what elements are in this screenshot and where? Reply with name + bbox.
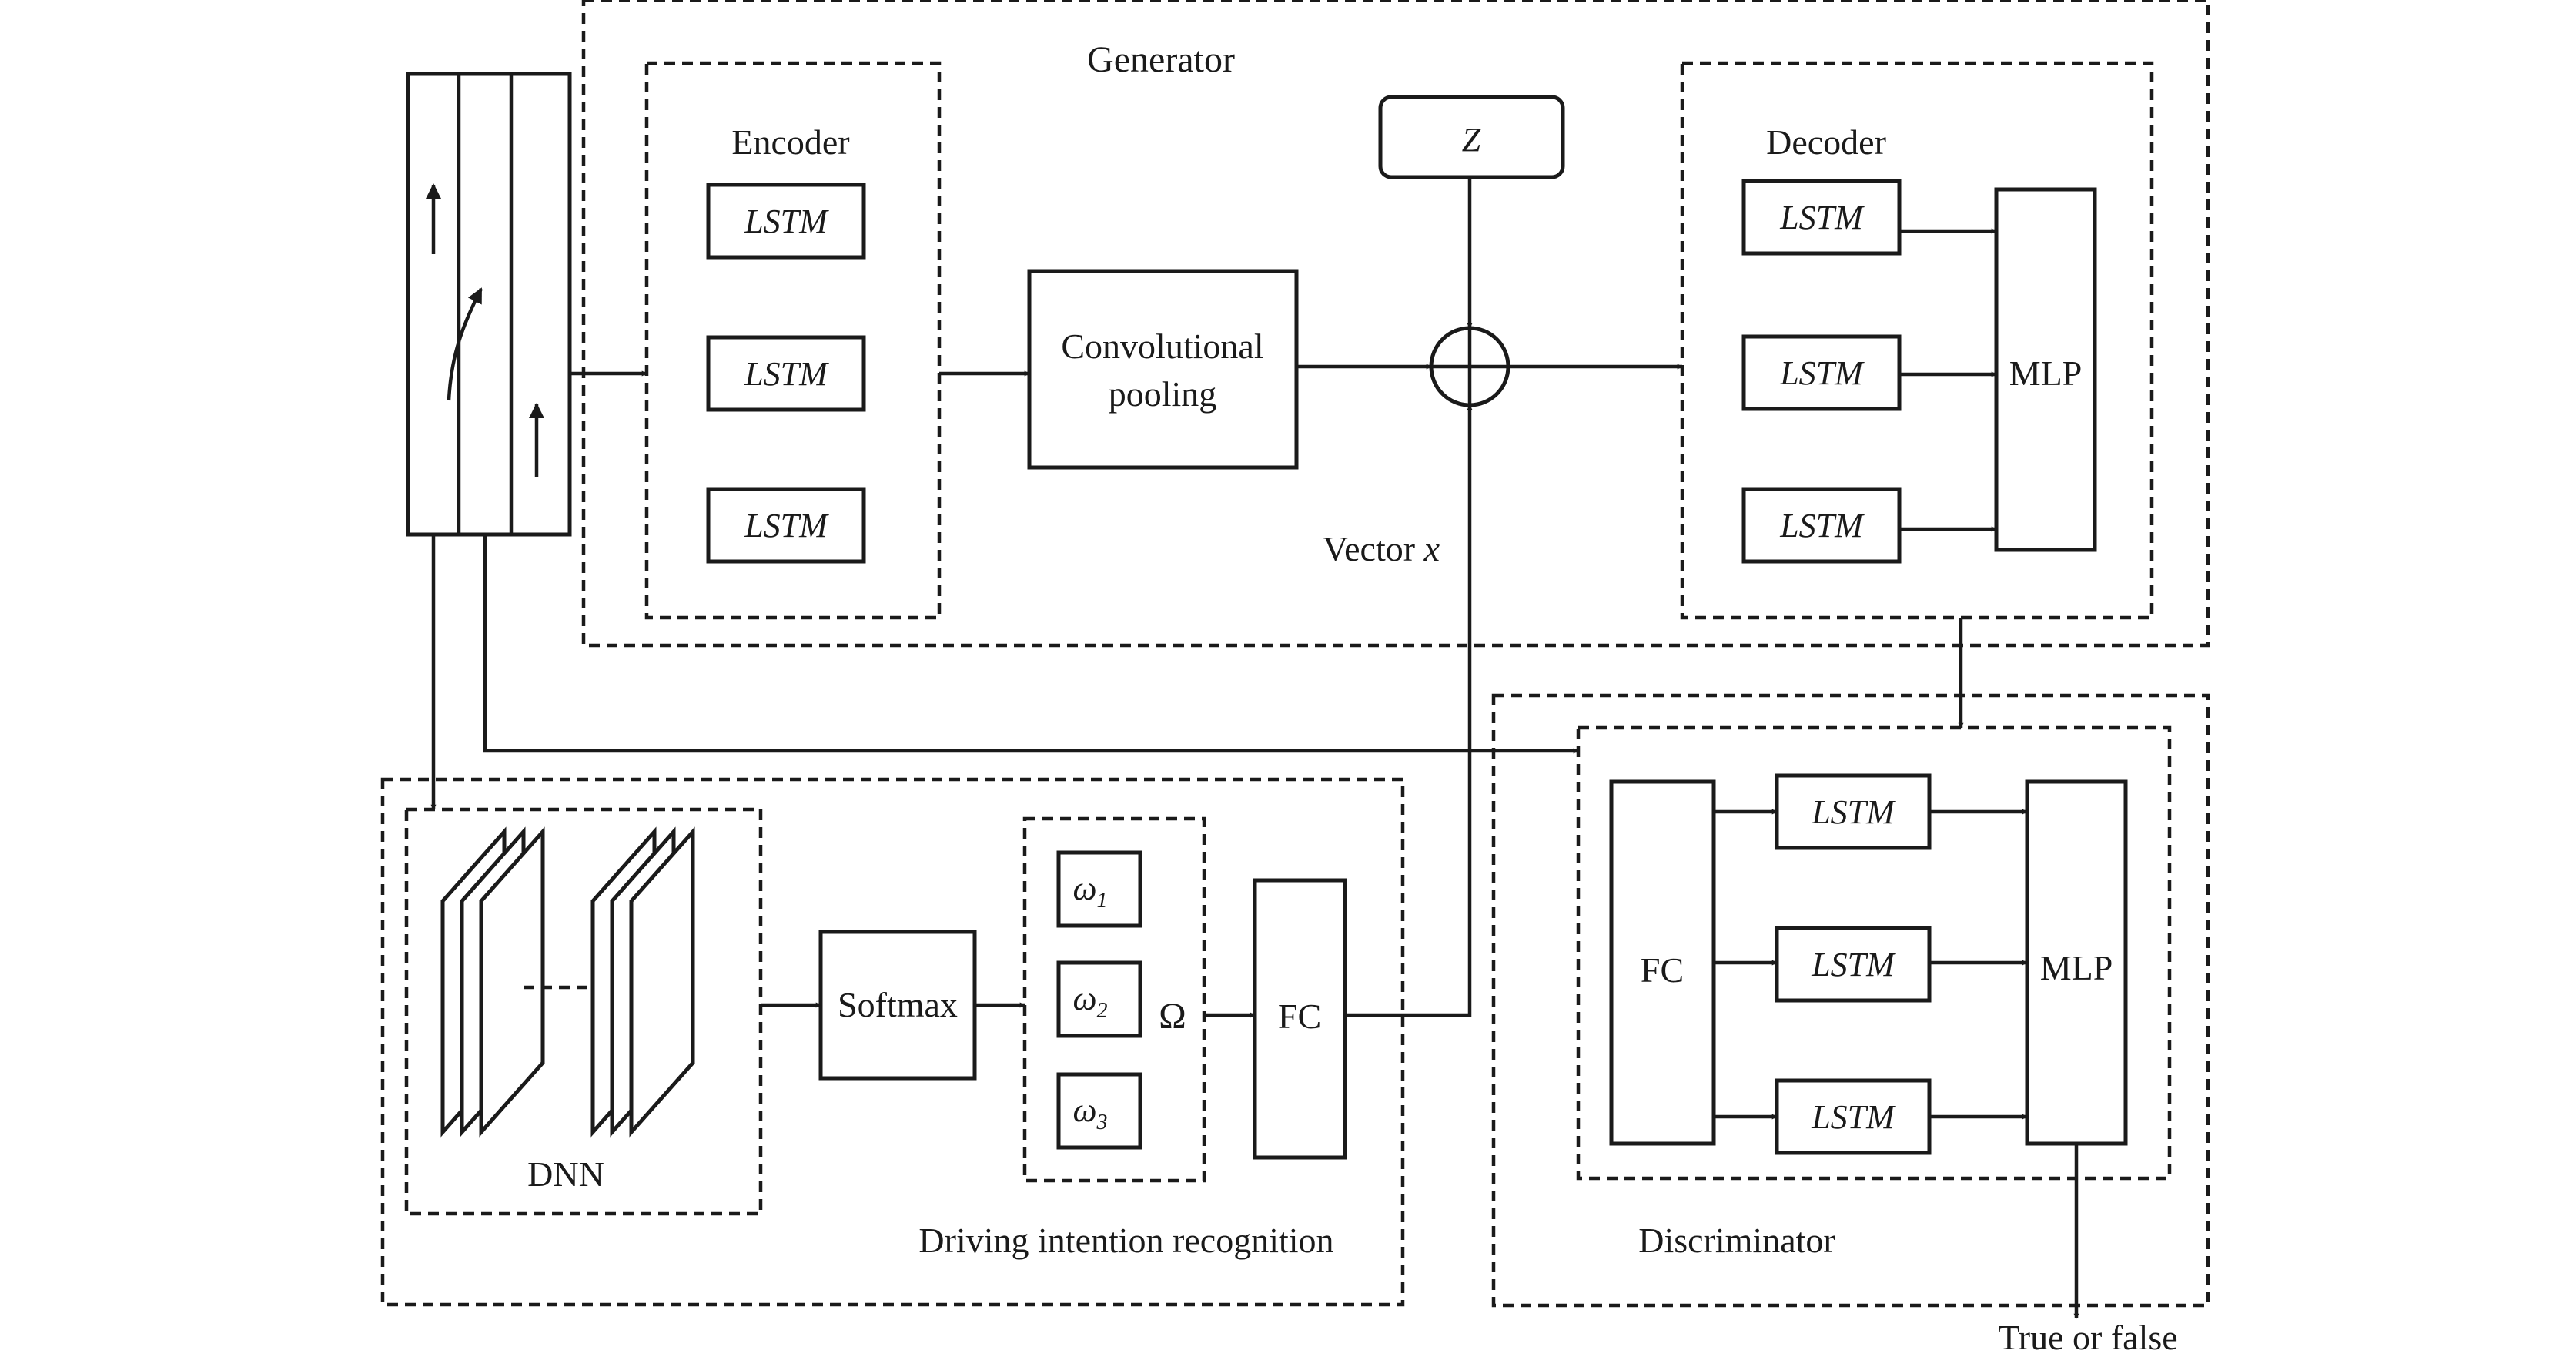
driving-intention-box bbox=[380, 777, 1405, 1307]
generator-box bbox=[581, 0, 2210, 648]
convolutional-pooling-line1: Convolutional bbox=[1061, 327, 1263, 366]
decoder-lstm-3 bbox=[1741, 487, 1902, 564]
intention-fc-box bbox=[1253, 878, 1347, 1160]
discriminator-lstm-1-label: LSTM bbox=[1811, 793, 1896, 831]
omega-3-box bbox=[1056, 1072, 1142, 1150]
convolutional-pooling-line2: pooling bbox=[1109, 374, 1217, 414]
decoder-mlp-box bbox=[1994, 187, 2097, 552]
encoder-box bbox=[644, 61, 942, 620]
discriminator-lstm-3-label: LSTM bbox=[1811, 1098, 1896, 1136]
decoder-mlp-label: MLP bbox=[2009, 353, 2083, 393]
decoder-title: Decoder bbox=[1766, 122, 1886, 162]
driving-intention-title: Driving intention recognition bbox=[918, 1221, 1333, 1260]
arrow-fc-to-concat bbox=[1345, 404, 1473, 1017]
encoder-title: Encoder bbox=[731, 122, 849, 162]
weights-box bbox=[1022, 816, 1206, 1183]
decoder-lstm-1 bbox=[1741, 179, 1902, 256]
omega-3-label: ω3 bbox=[1072, 1091, 1107, 1134]
encoder-lstm-1-label: LSTM bbox=[744, 203, 829, 240]
road-lanes-input bbox=[406, 72, 572, 537]
discriminator-fc-label: FC bbox=[1641, 950, 1684, 990]
vector-x-label: Vector x bbox=[1323, 529, 1440, 568]
dnn-layers-icon bbox=[440, 826, 695, 1138]
lane-change-arrow-icon bbox=[447, 287, 483, 401]
discriminator-box bbox=[1491, 693, 2210, 1308]
encoder-lstm-1 bbox=[706, 183, 866, 260]
discriminator-fc-box bbox=[1609, 779, 1716, 1146]
discriminator-title: Discriminator bbox=[1638, 1221, 1835, 1260]
encoder-lstm-2-label: LSTM bbox=[744, 355, 829, 393]
intention-fc-label: FC bbox=[1278, 997, 1321, 1036]
omega-1-box bbox=[1056, 850, 1142, 928]
dnn-box bbox=[404, 807, 763, 1216]
decoder-lstm-3-label: LSTM bbox=[1779, 507, 1865, 544]
noise-z-label: Z bbox=[1462, 121, 1481, 159]
concat-plus-icon bbox=[1429, 326, 1510, 407]
road-outline bbox=[406, 72, 572, 537]
omega-capital-label: Ω bbox=[1159, 996, 1186, 1037]
omega-2-box bbox=[1056, 960, 1142, 1038]
noise-z-box bbox=[1378, 95, 1565, 179]
discriminator-lstm-2-label: LSTM bbox=[1811, 946, 1896, 983]
decoder-lstm-2-label: LSTM bbox=[1779, 354, 1865, 392]
decoder-lstm-1-label: LSTM bbox=[1779, 199, 1865, 236]
arrow-road-to-discriminator bbox=[483, 534, 1579, 754]
convolutional-pooling-box bbox=[1027, 269, 1299, 470]
decoder-lstm-2 bbox=[1741, 334, 1902, 411]
encoder-lstm-2 bbox=[706, 335, 866, 412]
omega-2-label: ω2 bbox=[1072, 980, 1107, 1023]
connectors bbox=[430, 177, 2079, 1319]
encoder-lstm-3 bbox=[706, 487, 866, 564]
dnn-label: DNN bbox=[527, 1154, 604, 1194]
decoder-box bbox=[1680, 61, 2154, 620]
output-label: True or false bbox=[1998, 1318, 2177, 1357]
discriminator-inner-box bbox=[1576, 725, 2172, 1181]
discriminator-lstm-2 bbox=[1775, 926, 1932, 1003]
softmax-label: Softmax bbox=[838, 985, 958, 1024]
generator-title: Generator bbox=[1087, 39, 1235, 80]
omega-1-label: ω1 bbox=[1072, 869, 1107, 913]
discriminator-mlp-label: MLP bbox=[2040, 948, 2113, 987]
encoder-lstm-3-label: LSTM bbox=[744, 507, 829, 544]
